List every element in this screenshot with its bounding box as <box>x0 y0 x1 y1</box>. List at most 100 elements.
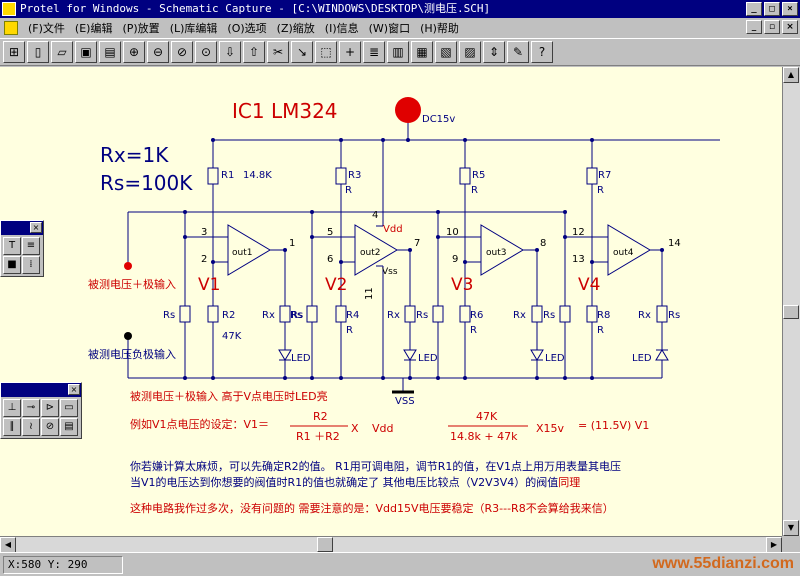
out1-label: out1 <box>232 248 252 258</box>
palette2-title-bar[interactable]: × <box>1 383 81 397</box>
rx4-label: Rx <box>638 310 651 321</box>
formula-vdd: Vdd <box>372 422 394 435</box>
paste-icon[interactable]: ↘ <box>291 41 313 63</box>
schematic-canvas[interactable]: IC1 LM324 DC15v Rx=1K Rs=100K R1 14.8K R… <box>0 67 782 536</box>
library-icon[interactable]: ▦ <box>411 41 433 63</box>
new-file-icon[interactable]: ▯ <box>27 41 49 63</box>
protel-app-icon[interactable] <box>2 2 16 16</box>
no-erc-icon[interactable]: ⊘ <box>41 418 59 436</box>
document-icon[interactable] <box>4 21 18 35</box>
browse-icon[interactable]: ▥ <box>387 41 409 63</box>
menu-options[interactable]: (O)选项 <box>227 22 267 35</box>
sheet-icon[interactable]: ▭ <box>60 399 78 417</box>
bookmark-icon[interactable]: ▨ <box>459 41 481 63</box>
bus-icon[interactable]: ∥ <box>3 418 21 436</box>
power-port-icon[interactable]: ⊸ <box>22 399 40 417</box>
netlabel-icon[interactable]: ≀ <box>22 418 40 436</box>
note-led: 被测电压＋极输入 高于V点电压时LED亮 <box>130 389 328 403</box>
doc-close-button[interactable]: × <box>782 20 798 34</box>
pcb-layout-icon[interactable]: ▤ <box>60 418 78 436</box>
rs1-label: Rs <box>163 310 175 321</box>
scroll-left-button[interactable]: ◀ <box>0 537 16 553</box>
array-tool-icon[interactable]: ⁞ <box>22 256 40 274</box>
bus-entry-icon[interactable]: ⊥ <box>3 399 21 417</box>
r3-label: R3 <box>348 170 361 181</box>
pin-7: 7 <box>414 238 420 249</box>
horizontal-scroll-thumb[interactable] <box>317 537 333 552</box>
zoom-fit-icon[interactable]: ⊙ <box>195 41 217 63</box>
pin-12: 12 <box>572 227 585 238</box>
pin-13: 13 <box>572 254 585 265</box>
vertical-scroll-thumb[interactable] <box>783 305 799 319</box>
vertical-scrollbar[interactable]: ▲ ▼ <box>782 67 800 536</box>
pin-5: 5 <box>327 227 333 238</box>
minimize-button[interactable]: _ <box>746 2 762 16</box>
scroll-down-button[interactable]: ▼ <box>783 520 799 536</box>
pin-8: 8 <box>540 238 546 249</box>
scroll-right-button[interactable]: ▶ <box>766 537 782 553</box>
minus-input-label: 被测电压负极输入 <box>88 347 176 361</box>
menu-window[interactable]: (W)窗口 <box>368 22 411 35</box>
r5-value: R <box>471 185 478 196</box>
move-down-icon[interactable]: ⇩ <box>219 41 241 63</box>
menu-place[interactable]: (P)放置 <box>122 22 160 35</box>
open-folder-icon[interactable]: ▱ <box>51 41 73 63</box>
menu-help[interactable]: (H)帮助 <box>420 22 459 35</box>
zoom-in-icon[interactable]: ⊕ <box>123 41 145 63</box>
menu-info[interactable]: (I)信息 <box>324 22 359 35</box>
text-tool-icon[interactable]: T <box>3 237 21 255</box>
edit-icon[interactable]: ✎ <box>507 41 529 63</box>
led2-label: LED <box>418 353 438 364</box>
power-source[interactable] <box>395 97 421 123</box>
formula-x15v: X15v <box>536 422 565 435</box>
help-icon[interactable]: ? <box>531 41 553 63</box>
zoom-out-icon[interactable]: ⊖ <box>147 41 169 63</box>
pin-9: 9 <box>452 254 458 265</box>
updown-icon[interactable]: ⇕ <box>483 41 505 63</box>
zoom-area-icon[interactable]: ⊘ <box>171 41 193 63</box>
menu-zoom[interactable]: (Z)缩放 <box>276 22 315 35</box>
pin-3: 3 <box>201 227 207 238</box>
r8-label: R8 <box>597 310 610 321</box>
plus-input-terminal[interactable] <box>124 262 132 270</box>
doc-restore-button[interactable]: ▫ <box>764 20 780 34</box>
rectangle-tool-icon[interactable]: ■ <box>3 256 21 274</box>
scrollbar-corner <box>782 536 800 552</box>
rs4-label: Rs <box>668 310 680 321</box>
pin-2: 2 <box>201 254 207 265</box>
menu-file[interactable]: (F)文件 <box>28 22 65 35</box>
port-icon[interactable]: ⊳ <box>41 399 59 417</box>
doc-minimize-button[interactable]: _ <box>746 20 762 34</box>
crosshair-icon[interactable]: + <box>339 41 361 63</box>
formula-k-denominator: 14.8k + 47k <box>450 430 518 443</box>
led3-label: LED <box>545 353 565 364</box>
move-up-icon[interactable]: ⇧ <box>243 41 265 63</box>
wiring-tools-palette[interactable]: × ⊥ ⊸ ⊳ ▭ ∥ ≀ ⊘ ▤ <box>0 382 82 439</box>
drawing-tools-palette[interactable]: × T ≡ ■ ⁞ <box>0 220 44 277</box>
palette-title-bar[interactable]: × <box>1 221 43 235</box>
book-icon[interactable]: ▧ <box>435 41 457 63</box>
vss-ground-label: VSS <box>395 396 415 407</box>
scroll-up-button[interactable]: ▲ <box>783 67 799 83</box>
horizontal-scrollbar[interactable]: ◀ ▶ <box>0 536 782 553</box>
text-frame-icon[interactable]: ≡ <box>22 237 40 255</box>
rx2-label: Rx <box>387 310 400 321</box>
print-icon[interactable]: ▤ <box>99 41 121 63</box>
select-area-icon[interactable]: ⬚ <box>315 41 337 63</box>
v3-label: V3 <box>451 275 473 295</box>
window-title-bar[interactable]: Protel for Windows - Schematic Capture -… <box>0 0 800 18</box>
close-button[interactable]: × <box>782 2 798 16</box>
align-icon[interactable]: ≣ <box>363 41 385 63</box>
r6-label: R6 <box>470 310 483 321</box>
save-icon[interactable]: ▣ <box>75 41 97 63</box>
hierarchy-icon[interactable]: ⊞ <box>3 41 25 63</box>
menu-edit[interactable]: (E)编辑 <box>74 22 113 35</box>
minus-input-terminal[interactable] <box>124 332 132 340</box>
palette-close-button[interactable]: × <box>30 222 42 233</box>
menu-library-edit[interactable]: (L)库编辑 <box>169 22 218 35</box>
led4-label: LED <box>632 353 652 364</box>
cut-icon[interactable]: ✂ <box>267 41 289 63</box>
palette2-close-button[interactable]: × <box>68 384 80 395</box>
note-example: 例如V1点电压的设定：V1＝ <box>130 417 269 431</box>
maximize-button[interactable]: □ <box>764 2 780 16</box>
